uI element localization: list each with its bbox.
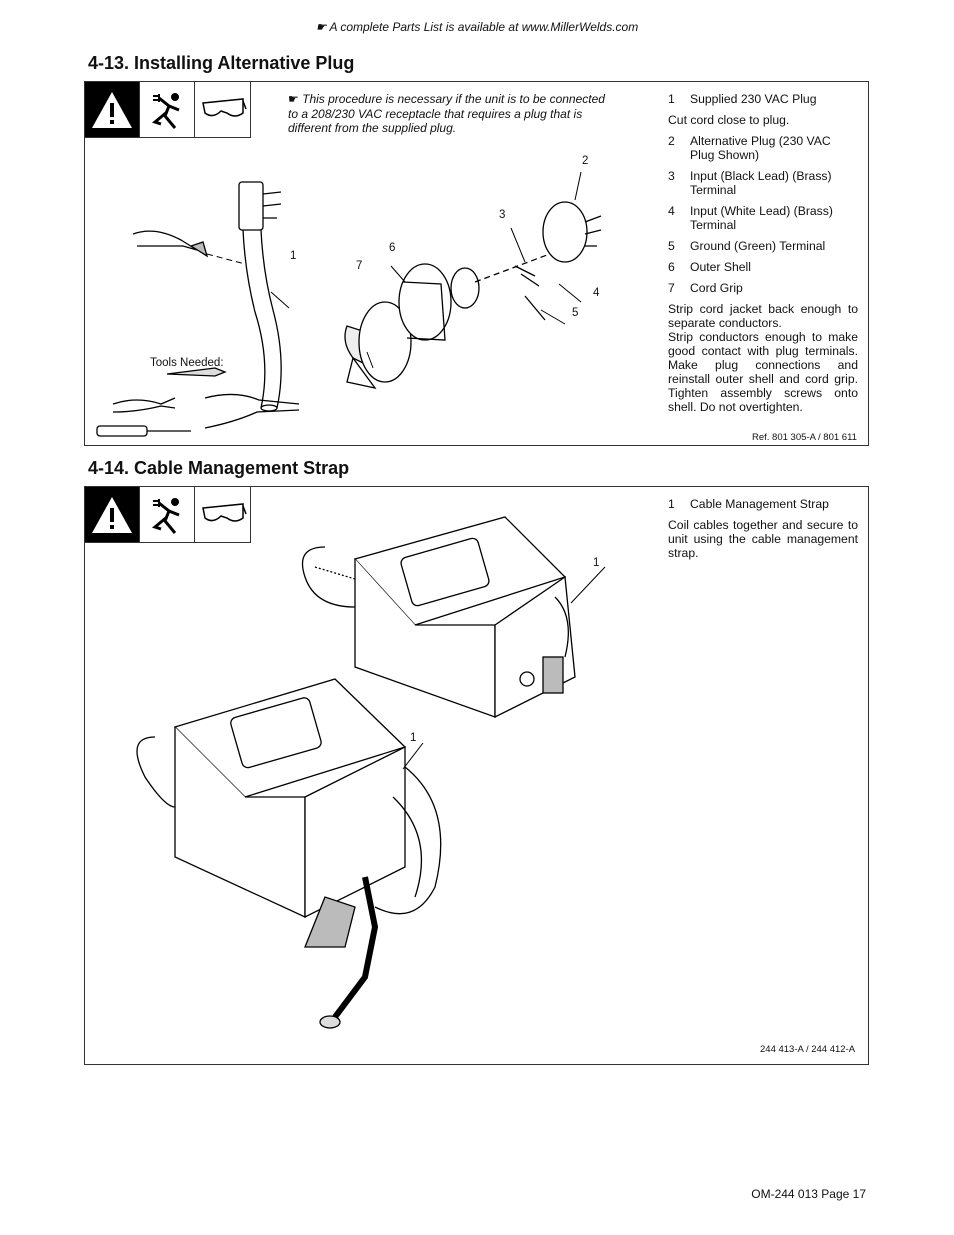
hazard-symbols bbox=[85, 487, 251, 543]
reference-number: Ref. 801 305-A / 801 611 bbox=[752, 432, 857, 443]
legend-item: 1 Cable Management Strap bbox=[668, 497, 829, 511]
section-4-14-box: 1 1 1 Cable Management Strap Coil cables… bbox=[84, 486, 869, 1065]
legend-item: 5 Ground (Green) Terminal bbox=[668, 239, 826, 253]
electric-shock-icon bbox=[140, 82, 195, 137]
callout-2: 2 bbox=[582, 155, 589, 167]
callout-5: 5 bbox=[572, 307, 579, 319]
callout-1-back: 1 bbox=[593, 557, 600, 569]
procedure-note: ☛ This procedure is necessary if the uni… bbox=[288, 92, 618, 136]
legend-item: 1 Supplied 230 VAC Plug bbox=[668, 92, 817, 106]
instruction-coil-cables: Coil cables together and secure to unit … bbox=[668, 518, 858, 560]
callout-4: 4 bbox=[593, 287, 600, 299]
instruction-cut: Cut cord close to plug. bbox=[668, 113, 790, 127]
pointing-hand-icon: ☛ bbox=[288, 92, 299, 106]
pointing-hand-icon: ☛ bbox=[315, 20, 327, 34]
electric-shock-icon bbox=[140, 487, 195, 542]
welder-illustration bbox=[135, 507, 655, 1047]
callout-1-front: 1 bbox=[410, 732, 417, 744]
legend-item: 2 Alternative Plug (230 VAC Plug Shown) bbox=[668, 134, 831, 162]
procedure-note-text: This procedure is necessary if the unit … bbox=[288, 92, 605, 135]
legend-4-14: 1 Cable Management Strap Coil cables tog… bbox=[668, 497, 858, 560]
tools-needed-label: Tools Needed: bbox=[150, 357, 224, 369]
hazard-symbols bbox=[85, 82, 251, 138]
warning-triangle-icon bbox=[85, 82, 140, 137]
instruction-strip-jacket: Strip cord jacket back enough to separat… bbox=[668, 302, 858, 330]
legend-item: 6 Outer Shell bbox=[668, 260, 751, 274]
legend-item: 3 Input (Black Lead) (Brass) Terminal bbox=[668, 169, 832, 197]
safety-glasses-icon bbox=[195, 82, 250, 137]
section-4-13-box: ☛ This procedure is necessary if the uni… bbox=[84, 81, 869, 446]
legend-item: 4 Input (White Lead) (Brass) Terminal bbox=[668, 204, 833, 232]
callout-1: 1 bbox=[290, 250, 297, 262]
parts-list-note: ☛ A complete Parts List is available at … bbox=[0, 20, 954, 34]
parts-list-note-text: A complete Parts List is available at ww… bbox=[329, 20, 639, 34]
callout-7: 7 bbox=[356, 260, 363, 272]
callout-3: 3 bbox=[499, 209, 506, 221]
instruction-strip-conductors: Strip conductors enough to make good con… bbox=[668, 330, 858, 414]
legend-4-13: 1 Supplied 230 VAC Plug Cut cord close t… bbox=[668, 92, 858, 414]
callout-6: 6 bbox=[389, 242, 396, 254]
safety-glasses-icon bbox=[195, 487, 250, 542]
section-title-4-13: 4-13. Installing Alternative Plug bbox=[88, 53, 355, 73]
plug-illustration bbox=[85, 142, 655, 442]
legend-item: 7 Cord Grip bbox=[668, 281, 743, 295]
reference-number: 244 413-A / 244 412-A bbox=[760, 1044, 856, 1055]
warning-triangle-icon bbox=[85, 487, 140, 542]
page-footer: OM-244 013 Page 17 bbox=[751, 1187, 866, 1201]
section-title-4-14: 4-14. Cable Management Strap bbox=[88, 458, 350, 478]
